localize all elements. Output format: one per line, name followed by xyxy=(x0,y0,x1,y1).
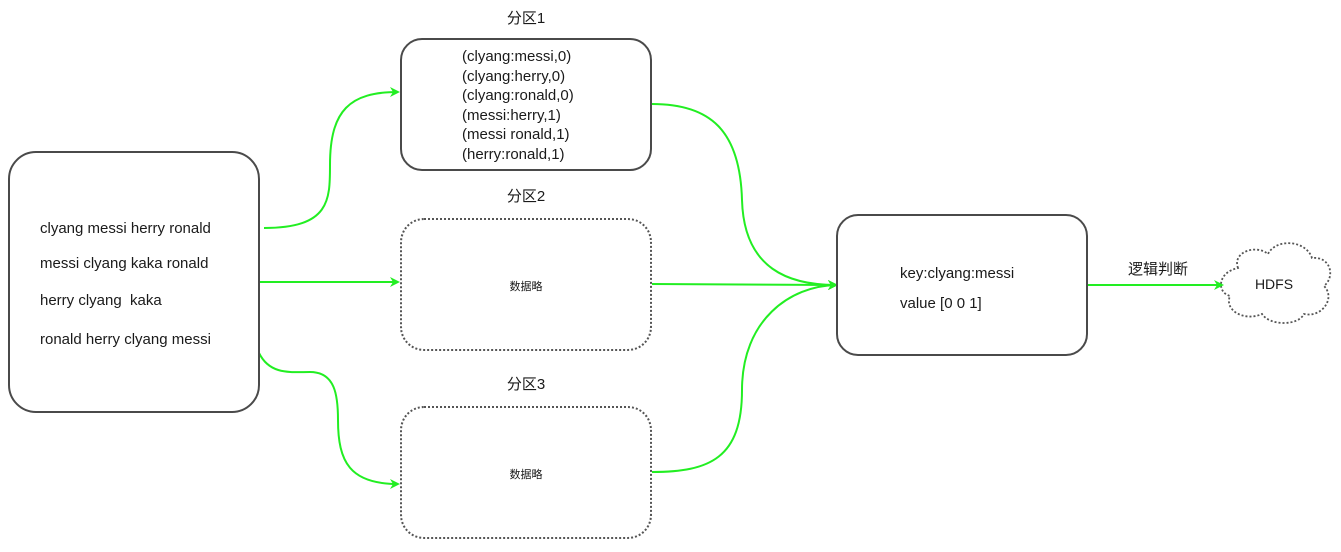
input-line-4: ronald herry clyang messi xyxy=(40,331,211,348)
edge-input-to-partition3 xyxy=(258,352,400,489)
edge-input-to-partition1 xyxy=(263,87,400,229)
partition3-title: 分区3 xyxy=(506,376,546,393)
partition1-line-2: (clyang:herry,0) xyxy=(462,67,566,85)
partition1-line-3: (clyang:ronald,0) xyxy=(462,87,574,104)
input-line-1: clyang messi herry ronald xyxy=(40,220,211,237)
partition1-line-4: (messi:herry,1) xyxy=(462,106,561,124)
result-key: key:clyang:messi xyxy=(900,265,1015,282)
partition2-node: 数据略 xyxy=(400,218,652,351)
input-line-3: herry clyang kaka xyxy=(40,292,162,309)
input-line-2: messi clyang kaka ronald xyxy=(40,255,209,272)
edge-partition1-to-result xyxy=(651,103,838,290)
partition3-node: 数据略 xyxy=(400,406,652,539)
hdfs-label: HDFS xyxy=(1254,276,1294,292)
hdfs-cloud-shape xyxy=(1220,242,1332,324)
partition2-text: 数据略 xyxy=(509,281,543,293)
partition1-line-1: (clyang:messi,0) xyxy=(462,48,572,65)
partition1-line-6: (herry:ronald,1) xyxy=(462,145,565,163)
edge-label-logic-judgement: 逻辑判断 xyxy=(1127,261,1188,278)
partition3-text: 数据略 xyxy=(509,469,543,481)
result-value: value [0 0 1] xyxy=(900,295,982,312)
result-node: key:clyang:messi value [0 0 1] xyxy=(836,214,1088,356)
partition2-title: 分区2 xyxy=(506,188,546,205)
partition1-node: (clyang:messi,0) (clyang:herry,0) (clyan… xyxy=(400,38,652,171)
partition1-line-5: (messi ronald,1) xyxy=(462,126,570,143)
partition1-title: 分区1 xyxy=(506,10,546,27)
edge-partition2-to-result xyxy=(651,279,838,290)
edge-partition3-to-result xyxy=(651,280,838,473)
input-node: clyang messi herry ronald messi clyang k… xyxy=(8,151,260,413)
